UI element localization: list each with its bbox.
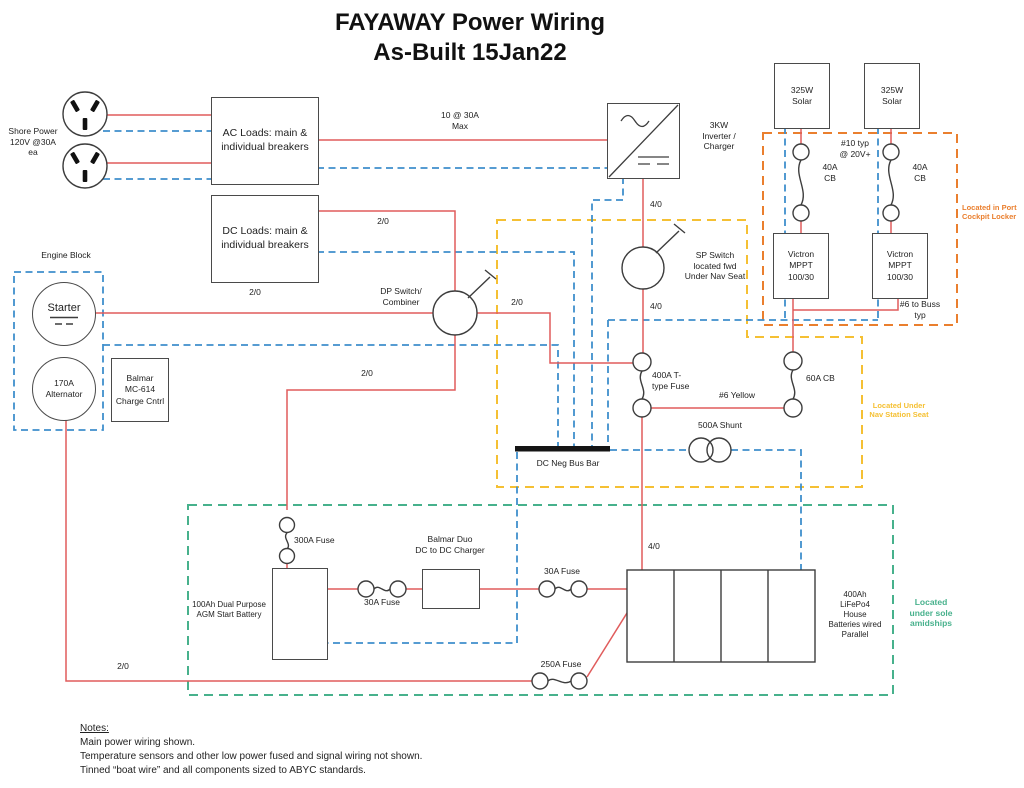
title-line1: FAYAWAY Power Wiring [334, 9, 606, 36]
breaker-40a-icon [792, 143, 810, 222]
fuse-300a-icon [278, 516, 296, 565]
pos-wire-alternator-250afuse [65, 419, 532, 682]
fuse-30a-icon [357, 580, 407, 598]
fuse-30a-2-label: 30A Fuse [544, 566, 580, 576]
solar-panel-2: 325W Solar [864, 63, 920, 129]
fuse-300a-label: 300A Fuse [294, 535, 335, 545]
cb-60a-label: 60A CB [806, 373, 835, 383]
diagram-title: FAYAWAY Power Wiring As-Built 15Jan22 [250, 8, 690, 68]
breaker-40a-icon [882, 143, 900, 222]
mppt-wire-label: #6 to Buss typ [899, 299, 941, 320]
shore-plug-icon [62, 91, 108, 137]
neg-wire-dcloads-bus [317, 251, 575, 446]
zone-sole-label: Located under sole amidships [909, 597, 953, 629]
shunt-icon [688, 437, 732, 463]
agm-battery-box [272, 568, 328, 660]
pos-wire-dp-400afuse [477, 312, 633, 364]
gauge-2-0-label: 2/0 [511, 297, 523, 307]
neg-wire-engine-bus [103, 344, 559, 446]
engine-block-label: Engine Block [41, 250, 91, 260]
zone-nav-station-seat [496, 219, 863, 488]
pos-wire-dcloads-dp [317, 210, 456, 291]
notes-line: Main power wiring shown. [80, 737, 196, 748]
sp-switch-icon [621, 223, 686, 290]
starter-circle: Starter [32, 282, 96, 346]
dc-loads-panel: DC Loads: main & individual breakers [211, 195, 319, 283]
fuse-400a-icon [632, 352, 652, 418]
ac-loads-panel: AC Loads: main & individual breakers [211, 97, 319, 185]
notes-line: Tinned “boat wire” and all components si… [80, 765, 366, 776]
cb40-2-label: 40A CB [912, 162, 928, 183]
sp-switch-label: SP Switch located fwd Under Nav Seat [684, 250, 746, 282]
inverter-label: 3KW Inverter / Charger [702, 120, 736, 152]
notes-block: Notes: Main power wiring shown. Temperat… [80, 722, 422, 778]
balmar-duo-label: Balmar Duo DC to DC Charger [415, 534, 485, 555]
gauge-2-0-label: 2/0 [361, 368, 373, 378]
title-line2: As-Built 15Jan22 [373, 39, 567, 66]
fuse-30a-1-label: 30A Fuse [364, 597, 400, 607]
dc-neg-bus-bar [515, 446, 610, 452]
fuse-250a-icon [531, 672, 588, 690]
starter-label: Starter [47, 301, 81, 314]
balmar-regulator-box: Balmar MC-614 Charge Cntrl [111, 358, 169, 422]
battery-symbol-icon [50, 316, 78, 325]
gauge-2-0-label: 2/0 [249, 287, 261, 297]
zone-under-sole-amidships [187, 504, 894, 696]
fuse-400a-label: 400A T- type Fuse [652, 370, 690, 391]
fuse-30a-icon [538, 580, 588, 598]
gauge-2-0-label: 2/0 [117, 661, 129, 671]
alternator-circle: 170A Alternator [32, 357, 96, 421]
negative-wires [13, 127, 879, 648]
house-bank-label: 400Ah LiFePo4 House Batteries wired Para… [828, 590, 882, 639]
mppt-controller-1: Victron MPPT 100/30 [773, 233, 829, 299]
gauge-4-0-label: 4/0 [650, 199, 662, 209]
solar-panel-1: 325W Solar [774, 63, 830, 129]
wire-6-yellow-label: #6 Yellow [719, 390, 755, 400]
inverter-symbol-icon [608, 104, 679, 178]
engine-block-outline [13, 271, 104, 431]
ac-wire-label: 10 @ 30A Max [441, 110, 479, 131]
notes-line: Temperature sensors and other low power … [80, 751, 423, 762]
house-battery-bank [626, 569, 816, 663]
breaker-60a-icon [783, 351, 803, 418]
pos-wire-dp-300afuse [286, 335, 456, 510]
solar-wire-label: #10 typ @ 20V+ [839, 138, 871, 159]
gauge-4-0-label: 4/0 [648, 541, 660, 551]
shore-plug-icon [62, 143, 108, 189]
dc-neg-bus-label: DC Neg Bus Bar [536, 458, 600, 468]
neg-wire-bus-agm [310, 452, 518, 644]
shunt-label: 500A Shunt [698, 420, 742, 430]
zone-nav-label: Located Under Nav Station Seat [869, 401, 929, 420]
mppt-controller-2: Victron MPPT 100/30 [872, 233, 928, 299]
gauge-2-0-label: 2/0 [377, 216, 389, 226]
inverter-charger-box [607, 103, 680, 179]
balmar-duo-box [422, 569, 480, 609]
zone-cockpit-label: Located in Port Cockpit Locker [962, 203, 1017, 222]
dp-switch-icon [432, 269, 497, 336]
neg-wire-inverter-bus [591, 177, 624, 446]
dp-switch-label: DP Switch/ Combiner [380, 286, 422, 307]
notes-heading: Notes: [80, 723, 109, 734]
gauge-4-0-label: 4/0 [650, 301, 662, 311]
agm-battery-label: 100Ah Dual Purpose AGM Start Battery [192, 600, 266, 619]
positive-wires [65, 114, 899, 682]
pos-wire-mppt2-join [793, 297, 899, 311]
zone-outlines [187, 132, 958, 696]
component-glyphs [62, 91, 900, 690]
fuse-250a-label: 250A Fuse [540, 659, 582, 669]
shore-power-label: Shore Power 120V @30A ea [8, 126, 58, 158]
cb40-1-label: 40A CB [822, 162, 838, 183]
